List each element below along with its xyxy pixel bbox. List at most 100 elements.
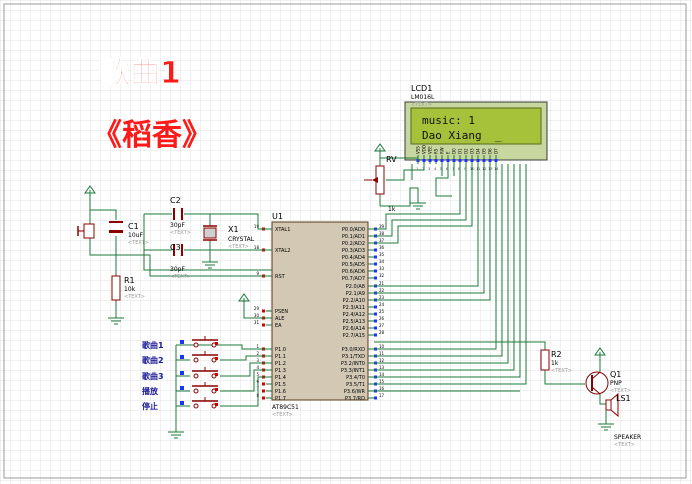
- lcd-pin-number: 5: [440, 167, 442, 171]
- mcu-pin-number: 13: [379, 365, 385, 370]
- mcu-pin-marker: [374, 333, 377, 337]
- capacitor-c2[interactable]: C2 30pF <TEXT>: [170, 196, 191, 236]
- crystal-x1[interactable]: X1 CRYSTAL <TEXT>: [203, 225, 255, 250]
- c1-text-tag: <TEXT>: [128, 240, 149, 246]
- lcd-pin-label: RW: [440, 147, 445, 154]
- mcu-pin-number: 17: [379, 393, 385, 398]
- reset-button[interactable]: [77, 223, 95, 239]
- lcd-pin-marker: [428, 159, 432, 162]
- q1-ref: Q1: [610, 370, 621, 379]
- song-button[interactable]: 歌曲1: [142, 336, 218, 350]
- resistor-r2[interactable]: R2 1k <TEXT>: [540, 349, 572, 374]
- mcu-pin-marker: [374, 319, 377, 323]
- button-pin-marker-right: [215, 357, 218, 360]
- button-contact-left: [193, 388, 199, 394]
- mcu-left-pins: XTAL119XTAL218RST9PSEN29ALE30EA31P1.01P1…: [254, 224, 290, 402]
- mcu-pin-name: P0.3/AD3: [342, 248, 365, 254]
- mcu-pin-number: 5: [256, 372, 259, 377]
- power-arrow-ea: [238, 293, 250, 304]
- lcd-pin-label: VEE: [428, 146, 433, 154]
- mcu-pin-name: P1.4: [275, 375, 286, 381]
- r1-body: [111, 275, 121, 301]
- lcd-screen: [410, 107, 542, 145]
- mcu-pin-name: P2.0/A8: [346, 284, 365, 290]
- mcu-pin-marker: [262, 323, 265, 327]
- c1-plate-bottom: [109, 230, 123, 233]
- c1-ref: C1: [128, 222, 139, 231]
- mcu-pin-number: 39: [379, 224, 385, 229]
- lcd-row-2: Dao Xiang _: [422, 129, 502, 142]
- mcu-pin-number: 19: [254, 224, 260, 229]
- button-pin-marker: [180, 371, 184, 375]
- mcu-pin-marker: [374, 326, 377, 330]
- mcu-pin-name: P0.0/AD0: [342, 227, 365, 233]
- mcu-part-label: AT89C51: [272, 404, 299, 411]
- q1-body: [585, 371, 609, 395]
- reset-button-body: [83, 223, 95, 239]
- button-pin-marker-right: [215, 403, 218, 406]
- button-contact-left: [193, 357, 199, 363]
- mcu-pin-name: P3.0/RXD: [342, 347, 366, 353]
- mcu-pin-number: 35: [379, 252, 385, 257]
- mcu-pin-name: P3.1/TXD: [342, 354, 365, 360]
- song-button[interactable]: 歌曲3: [142, 367, 218, 381]
- lcd-pin-marker: [470, 159, 474, 162]
- mcu-pin-name: XTAL1: [275, 227, 290, 233]
- power-arrow-reset: [84, 185, 96, 196]
- lcd-pin-label: D6: [488, 148, 493, 154]
- mcu-pin-number: 25: [379, 309, 385, 314]
- capacitor-c1[interactable]: C1 10uF <TEXT>: [109, 221, 149, 246]
- lcd-pin-marker: [440, 159, 444, 162]
- button-pin-marker-right: [215, 373, 218, 376]
- lcd-pin-marker: [476, 159, 480, 162]
- mcu-u1[interactable]: U1 AT89C51 <TEXT> XTAL119XTAL218RST9PSEN…: [254, 212, 385, 418]
- lcd-pin-number: 1: [416, 167, 418, 171]
- sheet-border: [3, 3, 687, 479]
- button-contact-left: [193, 373, 199, 379]
- lcd-pin-label: VSS: [416, 146, 421, 154]
- mcu-pin-name: P3.6/WR: [344, 389, 366, 395]
- r1-text-tag: <TEXT>: [124, 294, 145, 300]
- lcd-pin-marker: [464, 159, 468, 162]
- lcd-pin-number: 7: [452, 167, 454, 171]
- mcu-pin-name: ALE: [275, 316, 284, 322]
- mcu-pin-number: 21: [379, 281, 385, 286]
- potentiometer-rv[interactable]: RV 1k: [364, 155, 397, 213]
- lcd-ref-label: LCD1: [411, 84, 432, 93]
- song-button[interactable]: 播放: [142, 382, 218, 396]
- song-button[interactable]: 停止: [142, 397, 218, 411]
- mcu-pin-marker: [374, 276, 377, 280]
- mcu-pin-number: 4: [256, 365, 259, 370]
- mcu-pin-number: 16: [379, 386, 385, 391]
- q1-text-tag: <TEXT>: [610, 388, 631, 394]
- transistor-q1[interactable]: Q1 PNP <TEXT>: [585, 370, 631, 395]
- mcu-pin-number: 36: [379, 245, 385, 250]
- lcd-pin-number: 4: [434, 167, 437, 171]
- mcu-pin-number: 32: [379, 273, 385, 278]
- ls1-magnet: [605, 399, 612, 411]
- lcd-pin-label: E: [446, 151, 451, 154]
- speaker-ls1[interactable]: LS1 SPEAKER <TEXT>: [605, 392, 641, 448]
- resistor-r1[interactable]: R1 10k <TEXT>: [111, 275, 145, 301]
- mcu-pin-number: 10: [379, 344, 385, 349]
- mcu-pin-number: 1: [256, 344, 259, 349]
- power-arrow-rv: [374, 143, 386, 155]
- song-button[interactable]: 歌曲2: [142, 351, 218, 365]
- lcd-module[interactable]: music: 1 Dao Xiang _ LCD1 LM016L <TEXT> …: [404, 84, 548, 171]
- r2-text-tag: <TEXT>: [551, 368, 572, 374]
- mcu-body: [271, 221, 369, 401]
- ground-buttons: [168, 428, 184, 439]
- lcd-pin-number: 8: [458, 167, 460, 171]
- c2-text-tag: <TEXT>: [170, 230, 191, 236]
- button-pin-marker: [180, 386, 184, 390]
- mcu-pin-number: 11: [379, 351, 385, 356]
- x1-value: CRYSTAL: [228, 236, 255, 243]
- q1-collector: [591, 386, 601, 395]
- capacitor-c3[interactable]: C3 30pF <TEXT>: [170, 243, 191, 280]
- mcu-pin-number: 3: [256, 358, 259, 363]
- wires: [89, 155, 606, 428]
- mcu-pin-number: 9: [256, 271, 259, 276]
- lcd-pin-row: VSS1VDD2VEE3RS4RW5E6D07D18D29D310D411D51…: [416, 145, 500, 171]
